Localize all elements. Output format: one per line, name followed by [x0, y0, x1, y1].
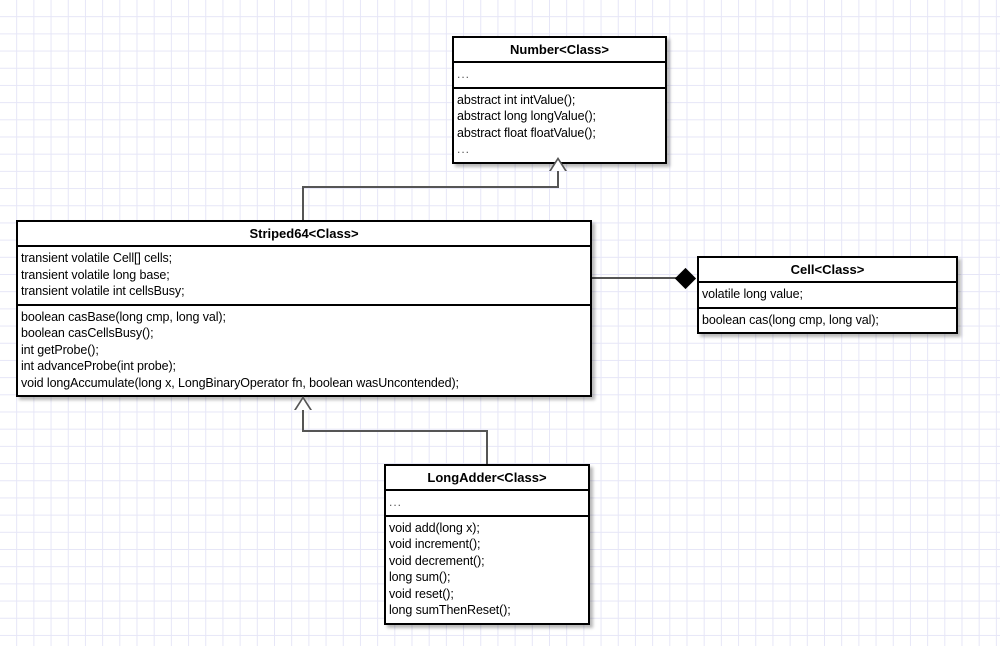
class-box-longadder[interactable]: LongAdder<Class> ... void add(long x); v… [384, 464, 590, 625]
generalization-longadder-striped64-segment-h [302, 430, 488, 432]
class-operation-row: abstract long longValue(); [457, 109, 596, 123]
class-title-longadder: LongAdder<Class> [386, 466, 588, 491]
class-attribute-row: volatile long value; [702, 287, 803, 301]
class-attribute-row: ... [457, 67, 471, 81]
generalization-longadder-striped64-segment-v1 [486, 430, 488, 465]
generalization-striped64-number-segment-v1 [302, 186, 304, 221]
class-operation-row: abstract int intValue(); [457, 92, 576, 107]
generalization-arrowhead-number [549, 157, 567, 171]
class-attribute-row: transient volatile Cell[] cells; [21, 251, 173, 265]
class-attribute-row: ... [389, 495, 403, 509]
class-operations-cell: boolean cas(long cmp, long val); [699, 308, 956, 332]
generalization-longadder-striped64-segment-v2 [302, 410, 304, 431]
class-operations-striped64: boolean casBase(long cmp, long val); boo… [18, 305, 590, 395]
class-title-cell: Cell<Class> [699, 258, 956, 283]
class-title-striped64: Striped64<Class> [18, 222, 590, 247]
class-box-number[interactable]: Number<Class> ... abstract int intValue(… [452, 36, 667, 164]
class-operation-row: void add(long x); [389, 520, 480, 535]
class-operation-row: void longAccumulate(long x, LongBinaryOp… [21, 375, 459, 390]
class-title-number: Number<Class> [454, 38, 665, 63]
generalization-arrowhead-striped64 [294, 396, 312, 410]
class-attributes-longadder: ... [386, 491, 588, 517]
class-operations-longadder: void add(long x); void increment(); void… [386, 516, 588, 623]
class-attribute-row: transient volatile long base; [21, 267, 170, 282]
class-operation-row: void reset(); [389, 586, 454, 601]
class-attributes-number: ... [454, 63, 665, 89]
class-operation-row: ... [457, 142, 471, 156]
class-attribute-row: transient volatile int cellsBusy; [21, 284, 185, 298]
class-operation-row: boolean casBase(long cmp, long val); [21, 309, 226, 324]
class-operation-row: long sumThenReset(); [389, 603, 511, 617]
class-operation-row: boolean casCellsBusy(); [21, 326, 154, 340]
class-box-striped64[interactable]: Striped64<Class> transient volatile Cell… [16, 220, 592, 397]
class-operation-row: int getProbe(); [21, 342, 99, 357]
class-operation-row: void increment(); [389, 537, 481, 551]
class-operation-row: boolean cas(long cmp, long val); [702, 312, 879, 327]
class-operation-row: abstract float floatValue(); [457, 125, 596, 140]
class-operation-row: void decrement(); [389, 553, 485, 568]
generalization-striped64-number-segment-h [302, 186, 559, 188]
class-attributes-striped64: transient volatile Cell[] cells; transie… [18, 247, 590, 306]
class-attributes-cell: volatile long value; [699, 283, 956, 309]
class-operation-row: long sum(); [389, 570, 451, 584]
class-operation-row: int advanceProbe(int probe); [21, 359, 176, 373]
composition-diamond-cell [674, 267, 697, 290]
generalization-striped64-number-segment-v2 [557, 170, 559, 188]
class-operations-number: abstract int intValue(); abstract long l… [454, 88, 665, 162]
class-box-cell[interactable]: Cell<Class> volatile long value; boolean… [697, 256, 958, 334]
